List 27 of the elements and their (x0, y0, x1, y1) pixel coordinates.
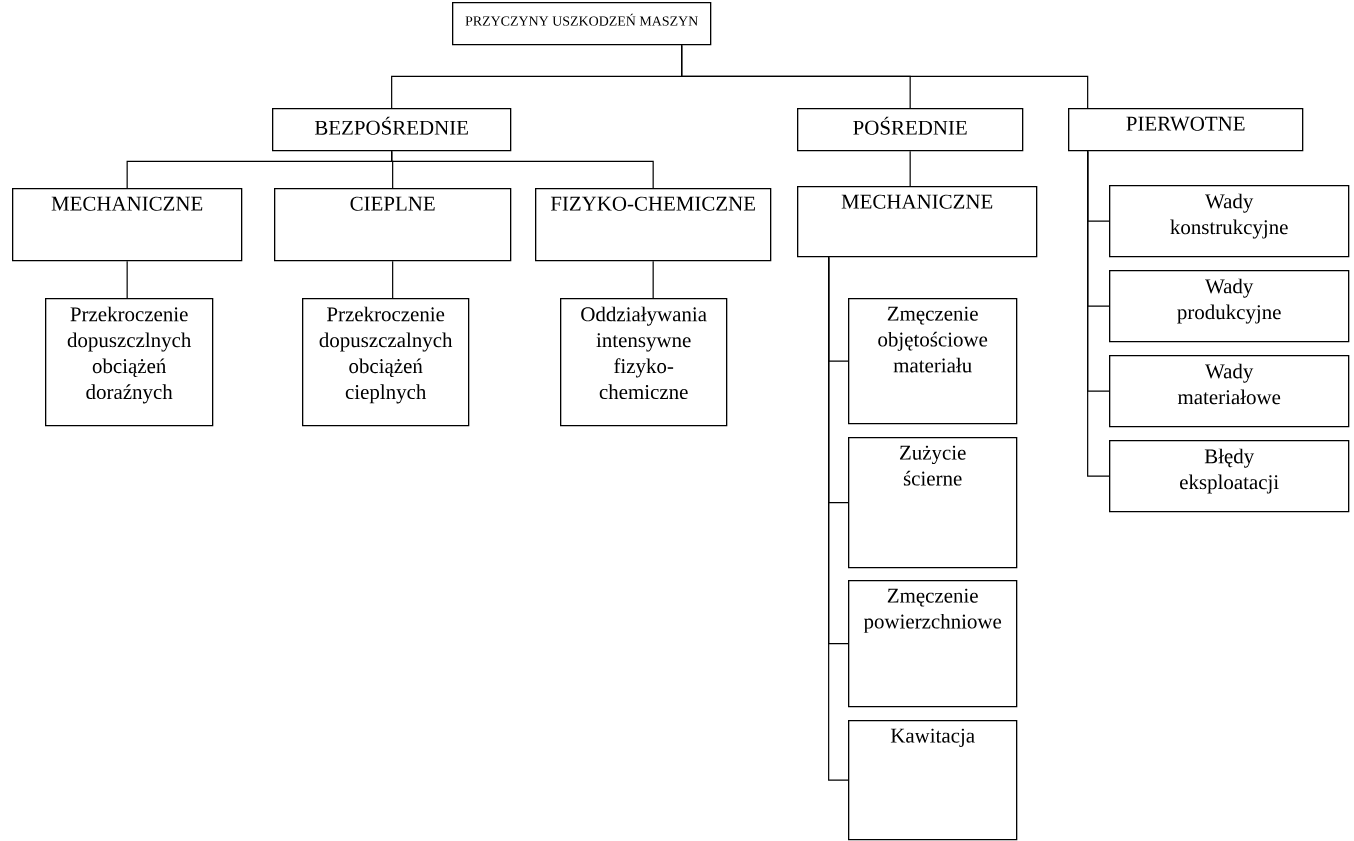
cause-box: Błędy eksploatacji (1109, 440, 1350, 513)
cause-box: Wady produkcyjne (1109, 270, 1350, 343)
category-box: POŚREDNIE (797, 108, 1024, 152)
category-box: FIZYKO-CHEMICZNE (535, 188, 772, 262)
cause-box: Kawitacja (848, 720, 1018, 841)
category-box: CIEPLNE (274, 188, 512, 262)
cause-box: Przekroczenie dopuszczalnych obciążeń cieplnych (302, 298, 470, 427)
connector (681, 44, 1089, 109)
cause-box: Zmęczenie objętościowe materiału (848, 298, 1018, 425)
category-box: PIERWOTNE (1068, 108, 1304, 152)
connector (391, 150, 654, 189)
cause-box: Zmęczenie powierzchniowe (848, 580, 1018, 708)
connector (652, 260, 654, 299)
category-box: MECHANICZNE (12, 188, 243, 262)
connector (126, 260, 128, 299)
title-box: PRZYCZYNY USZKODZEŃ MASZYN (452, 2, 712, 46)
connector (909, 150, 911, 187)
cause-box: Przekroczenie dopuszczlnych obciążeń doraźnych (45, 298, 214, 427)
cause-box: Oddziaływania intensywne fizyko- chemiczne (560, 298, 728, 427)
connector (828, 256, 849, 781)
connector (1087, 150, 1110, 477)
category-box: MECHANICZNE (797, 186, 1038, 258)
cause-box: Wady konstrukcyjne (1109, 185, 1350, 258)
category-box: BEZPOŚREDNIE (272, 108, 512, 152)
cause-box: Zużycie ścierne (848, 437, 1018, 569)
connector (392, 260, 394, 299)
cause-box: Wady materiałowe (1109, 355, 1350, 428)
